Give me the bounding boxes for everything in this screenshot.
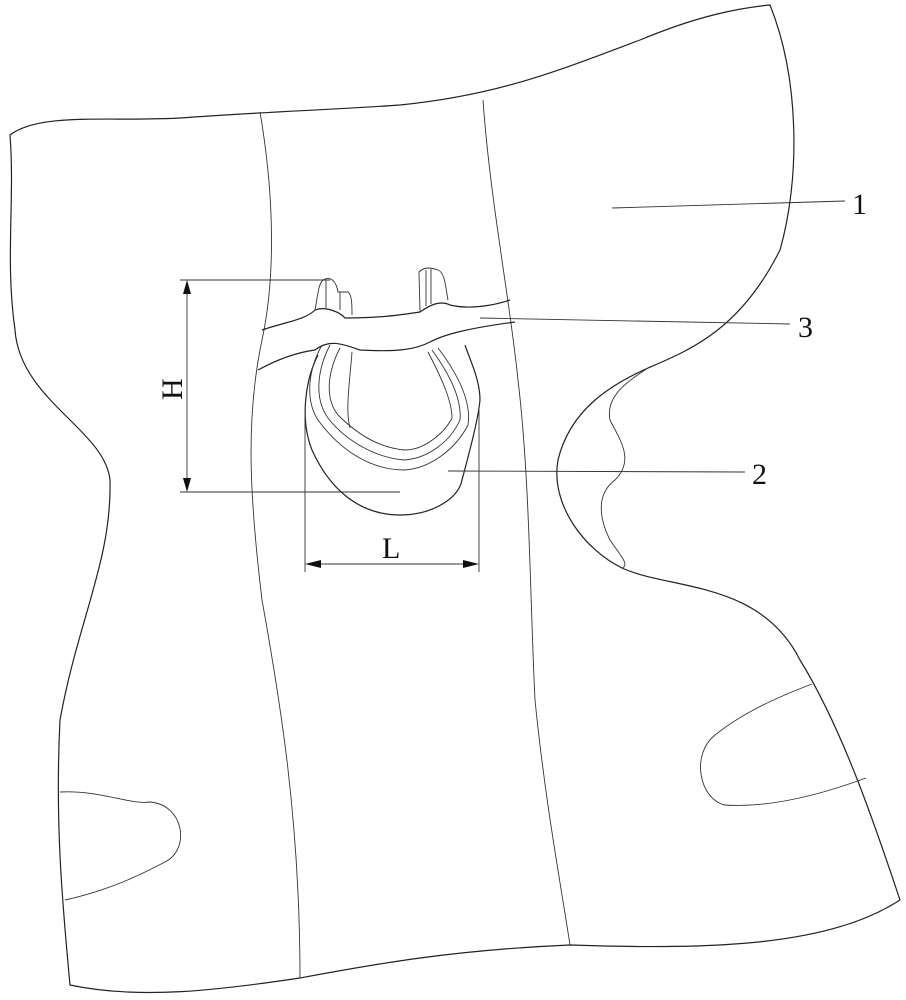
label-part-1: 1 — [852, 188, 867, 221]
left-seam — [250, 111, 301, 979]
label-part-3: 3 — [798, 311, 813, 344]
dimension-l — [304, 410, 480, 572]
strap-tab-right — [418, 267, 449, 313]
label-part-2: 2 — [752, 458, 767, 491]
right-seam — [482, 99, 571, 946]
brace-outline — [9, 4, 901, 994]
label-dimension-h: H — [156, 378, 189, 400]
loop-inner — [347, 351, 353, 429]
loop-ring-2 — [318, 344, 461, 461]
loop-ring-3 — [328, 347, 453, 451]
dimension-h — [180, 279, 400, 493]
bay-inner-edge — [600, 367, 649, 569]
leader-1 — [611, 200, 846, 209]
strap — [257, 299, 516, 371]
leader-2 — [447, 470, 746, 473]
leader-3 — [479, 317, 791, 325]
loop-ring-1 — [309, 344, 470, 471]
label-dimension-l: L — [382, 532, 400, 565]
left-pad — [59, 791, 181, 901]
loop-outer — [304, 344, 481, 516]
strap-tab-left — [314, 278, 353, 316]
right-pad — [700, 683, 867, 806]
